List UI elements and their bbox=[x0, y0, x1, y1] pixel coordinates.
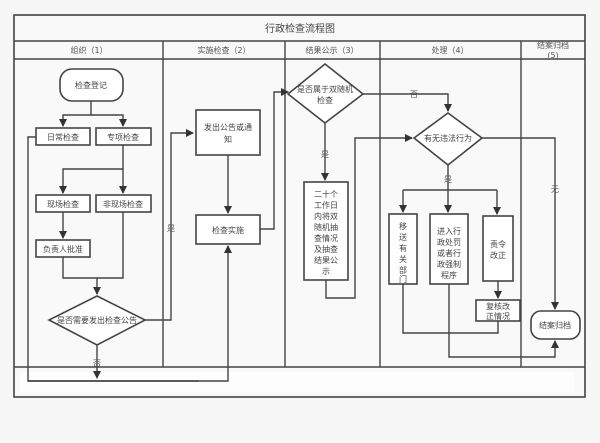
text-line: 结果公 bbox=[314, 255, 338, 265]
text-line: 移 bbox=[399, 221, 407, 231]
node-onsite-check-label: 现场检查 bbox=[47, 199, 79, 209]
footer-row bbox=[20, 372, 575, 392]
edge bbox=[325, 134, 413, 299]
edge bbox=[97, 212, 124, 279]
text-line: 或者行 bbox=[437, 248, 461, 258]
edge bbox=[260, 88, 289, 230]
node-publicize bbox=[303, 181, 349, 281]
node-order-correct bbox=[482, 215, 514, 282]
decision-double-random-label: 是否属于双随机 bbox=[297, 84, 353, 94]
edge bbox=[59, 101, 92, 127]
decision-violation-label: 有无违法行为 bbox=[424, 133, 472, 143]
edge bbox=[62, 257, 101, 295]
text-line: 部 bbox=[399, 265, 407, 275]
node-penalty bbox=[429, 213, 469, 285]
text-line: 二十个 bbox=[314, 189, 338, 199]
edge-label-no: 否 bbox=[93, 359, 101, 368]
text-line: 示 bbox=[322, 267, 330, 276]
lane-header-publicize: 结果公示（3） bbox=[305, 45, 358, 55]
text-line: 送 bbox=[399, 232, 407, 242]
edge bbox=[59, 145, 124, 194]
text-line: 程序 bbox=[441, 270, 457, 280]
node-penalty-label: 进入行 政处罚 或者行 政强制 程序 bbox=[437, 226, 461, 280]
node-order-correct-label: 责令 bbox=[490, 239, 506, 249]
text-line: 门 bbox=[399, 274, 407, 284]
edge-yes-notice bbox=[145, 129, 194, 321]
text-line: 及抽查 bbox=[314, 244, 338, 254]
node-order-correct-label-2: 改正 bbox=[490, 250, 506, 260]
edge-label-yes: 是 bbox=[167, 224, 175, 233]
node-routine-check-label: 日常检查 bbox=[47, 132, 79, 142]
edge bbox=[402, 284, 499, 334]
node-special-check-label: 专项检查 bbox=[107, 132, 139, 142]
node-offsite-check-label: 非现场检查 bbox=[103, 199, 143, 209]
node-issue-notice-label: 发出公告或通 bbox=[204, 122, 252, 132]
node-register-label: 检查登记 bbox=[75, 80, 107, 90]
edge-to-implement bbox=[28, 245, 232, 382]
lane-header-archive: 结案归档 bbox=[537, 40, 569, 50]
decision-need-notice-label: 是否需要发出检查公告 bbox=[57, 315, 137, 325]
edge-label-none: 无 bbox=[551, 185, 559, 194]
node-issue-notice bbox=[195, 109, 261, 156]
node-transfer-label: 移 送 有 关 部 门 bbox=[399, 221, 407, 284]
node-approve-label: 负责人批准 bbox=[43, 244, 83, 254]
node-archive-label: 结案归档 bbox=[539, 320, 571, 330]
text-line: 政强制 bbox=[437, 259, 461, 269]
text-line: 政处罚 bbox=[437, 237, 461, 247]
node-transfer bbox=[388, 213, 418, 285]
text-line: 随机抽 bbox=[314, 222, 338, 232]
edge-label-yes: 是 bbox=[321, 150, 329, 159]
node-recheck-label-2: 正情况 bbox=[486, 311, 510, 321]
diagram-title: 行政检查流程图 bbox=[265, 22, 335, 35]
lane-header-handle: 处理（4） bbox=[431, 45, 468, 55]
edge bbox=[91, 114, 127, 127]
decision-double-random-label-2: 检查 bbox=[317, 95, 333, 105]
text-line: 有 bbox=[399, 243, 407, 253]
edge-label-yes: 是 bbox=[444, 175, 452, 184]
text-line: 关 bbox=[399, 254, 407, 264]
node-publicize-label: 二十个 工作日 内将双 随机抽 查情况 及抽查 结果公 示 bbox=[314, 189, 338, 276]
lane-header-implement: 实施检查（2） bbox=[197, 45, 250, 55]
lane-header-organize: 组织（1） bbox=[70, 45, 107, 55]
node-recheck-label: 复核改 bbox=[486, 301, 510, 311]
text-line: 工作日 bbox=[314, 200, 338, 210]
node-implement-label: 检查实施 bbox=[212, 225, 244, 235]
node-issue-notice-label-2: 知 bbox=[224, 134, 232, 144]
lane-header-archive-number: (5) bbox=[547, 51, 558, 60]
text-line: 查情况 bbox=[314, 233, 338, 243]
edge-no-violation bbox=[482, 137, 559, 310]
text-line: 内将双 bbox=[314, 211, 338, 221]
text-line: 进入行 bbox=[437, 226, 461, 236]
edge-to-archive bbox=[448, 284, 559, 358]
edge-no-random bbox=[363, 93, 452, 112]
edge-label-no: 否 bbox=[410, 90, 418, 99]
node-archive bbox=[530, 310, 581, 340]
